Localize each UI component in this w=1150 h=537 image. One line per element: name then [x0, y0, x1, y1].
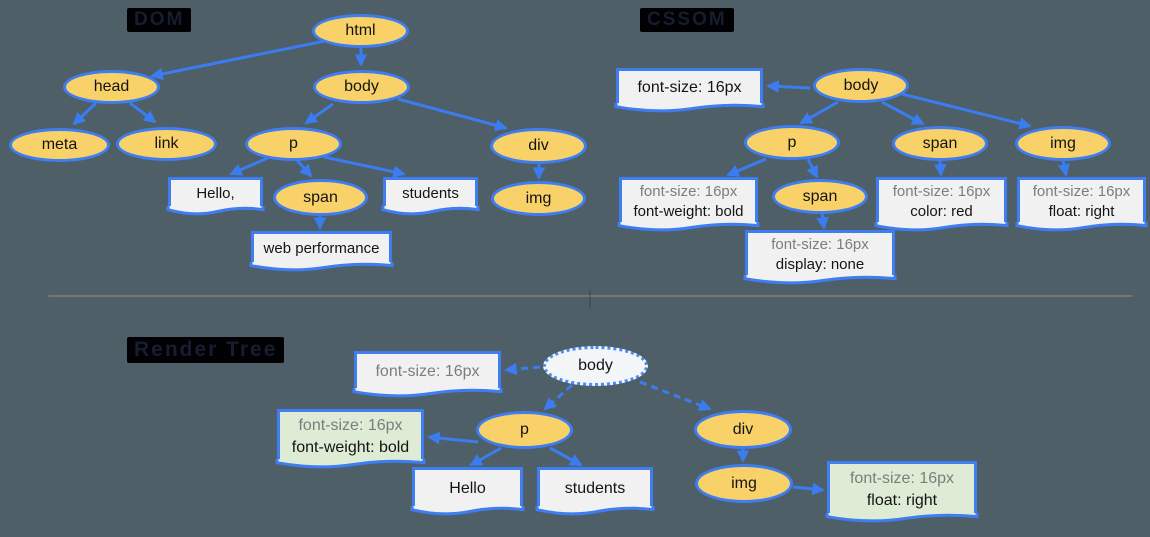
edge-cssom-span-rule: [934, 159, 947, 177]
cssom-node-span-in-p: span: [772, 179, 868, 214]
edge-render-img-rule: [792, 482, 825, 496]
edge-cssom-body-rule: [766, 80, 811, 93]
edge-p-hello: [229, 155, 271, 176]
edge-cssom-body-p: [799, 100, 839, 125]
render-textnode-hello: Hello: [412, 467, 523, 508]
edge-body-div: [397, 97, 508, 132]
dom-textnode-hello: Hello,: [168, 177, 263, 208]
cssom-rule-body: font-size: 16px: [616, 68, 763, 105]
render-rule-p: font-size: 16px font-weight: bold: [277, 409, 424, 461]
render-node-body: body: [543, 346, 648, 386]
render-node-img: img: [695, 464, 793, 503]
dom-textnode-web-performance: web performance: [251, 231, 392, 264]
edge-head-meta: [72, 101, 98, 126]
dom-node-img: img: [491, 181, 586, 216]
edge-html-head: [150, 39, 326, 81]
dom-node-body: body: [313, 70, 410, 104]
cssom-rule-span: font-size: 16px color: red: [876, 177, 1007, 224]
edge-render-body-p: [543, 383, 573, 411]
cssom-rule-img: font-size: 16px float: right: [1017, 177, 1146, 224]
dom-node-meta: meta: [9, 128, 110, 162]
edge-head-link: [129, 101, 157, 124]
edge-render-body-div: [639, 380, 712, 412]
cssom-section-label: CSSOM: [640, 8, 734, 32]
cssom-rule-p: font-size: 16px font-weight: bold: [619, 177, 758, 224]
edge-cssom-body-span: [881, 100, 925, 126]
render-node-p: p: [476, 411, 573, 449]
edge-p-span: [295, 159, 313, 178]
dom-node-span: span: [273, 179, 368, 216]
dom-node-html: html: [312, 14, 409, 48]
render-node-div: div: [694, 410, 792, 449]
dom-node-head: head: [63, 70, 160, 104]
edge-cssom-spanchild-rule: [816, 212, 829, 230]
cssom-node-img: img: [1015, 126, 1111, 161]
edge-render-p-hello: [469, 446, 502, 467]
cssom-node-body: body: [813, 68, 909, 103]
edge-render-p-students: [549, 446, 583, 467]
render-tree-section-label: Render Tree: [127, 337, 285, 363]
dom-node-p: p: [245, 127, 342, 161]
section-divider: [46, 279, 1135, 308]
edge-p-students: [323, 155, 406, 178]
render-textnode-students: students: [537, 467, 653, 508]
edge-render-p-rule: [427, 431, 479, 445]
edge-cssom-body-img: [901, 92, 1032, 130]
cssom-rule-span-in-p: font-size: 16px display: none: [745, 230, 895, 277]
edge-cssom-p-span: [806, 158, 819, 179]
render-rule-body: font-size: 16px: [354, 351, 501, 390]
cssom-node-span: span: [892, 126, 988, 161]
edge-cssom-img-rule: [1057, 159, 1071, 177]
edge-render-body-rule: [504, 362, 541, 376]
dom-section-label: DOM: [127, 8, 192, 32]
edge-body-p: [304, 102, 334, 125]
render-rule-img: font-size: 16px float: right: [827, 461, 977, 515]
dom-textnode-students: students: [383, 177, 478, 208]
dom-node-link: link: [116, 127, 217, 161]
edge-cssom-p-rule: [726, 157, 767, 177]
dom-node-div: div: [490, 128, 587, 164]
cssom-node-p: p: [744, 125, 840, 160]
